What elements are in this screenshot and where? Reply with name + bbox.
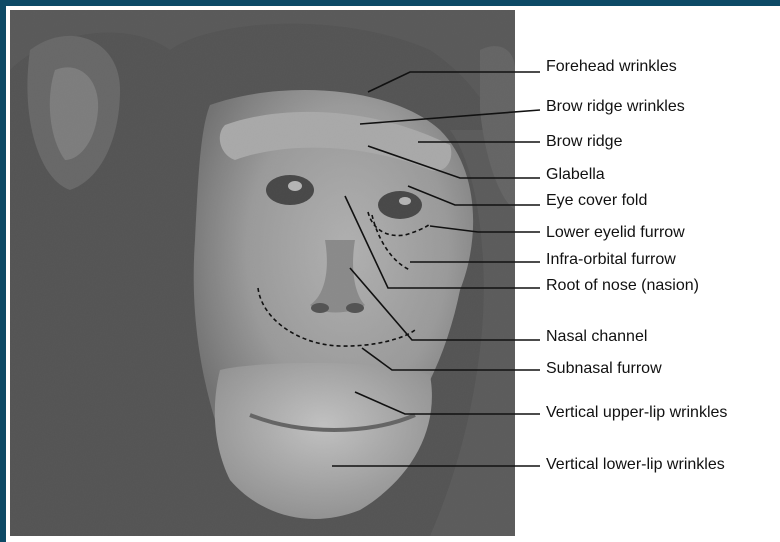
leader-eye-cover-fold [408,186,540,205]
leader-brow-ridge-wrinkles [360,110,540,124]
infra-orbital-furrow-curve [372,215,410,270]
leader-forehead-wrinkles [368,72,540,92]
leader-upper-lip-wrinkles [355,392,540,414]
leader-subnasal-furrow [362,348,540,370]
leader-glabella [368,146,540,178]
leader-root-of-nose [345,196,540,288]
leader-lower-eyelid-furrow [430,226,540,232]
leader-nasal-channel [350,268,540,340]
